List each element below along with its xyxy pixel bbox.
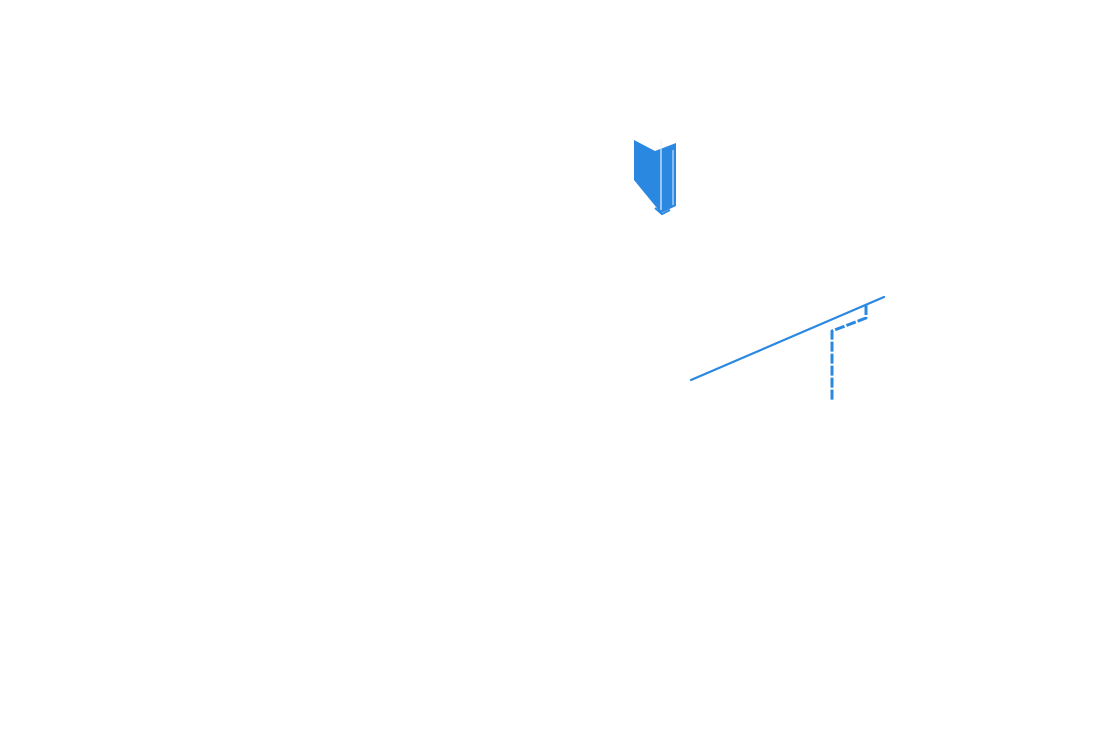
shield-icon (634, 140, 676, 216)
dashed-bracket (830, 305, 868, 400)
slanted-line (689, 295, 886, 382)
